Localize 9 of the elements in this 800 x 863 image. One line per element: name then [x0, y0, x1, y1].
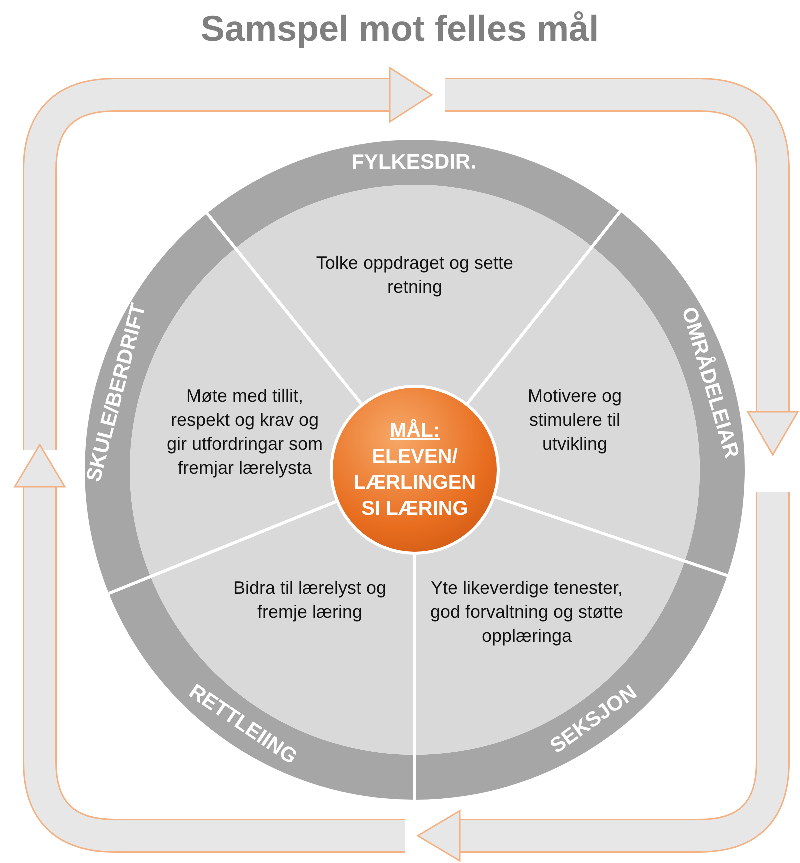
goal-heading: MÅL: — [390, 418, 440, 444]
ring-label: FYLKESDIR. — [350, 150, 478, 176]
sector-text: Møte med tillit, respekt og krav og gir utfordringar som fremjar lærelysta — [166, 385, 324, 480]
goal-text: ELEVEN/ LÆRLINGEN SI LÆRING — [352, 445, 478, 522]
sector-text: Tolke oppdraget og sette retning — [315, 252, 515, 299]
diagram-title: Samspel mot felles mål — [200, 8, 600, 50]
sector-text: Motivere og stimulere til utvikling — [526, 385, 624, 456]
sector-text: Yte likeverdige tenester, god forvaltning og støtte opplæringa — [429, 577, 625, 648]
sector-text: Bidra til lærelyst og fremje læring — [232, 577, 388, 624]
